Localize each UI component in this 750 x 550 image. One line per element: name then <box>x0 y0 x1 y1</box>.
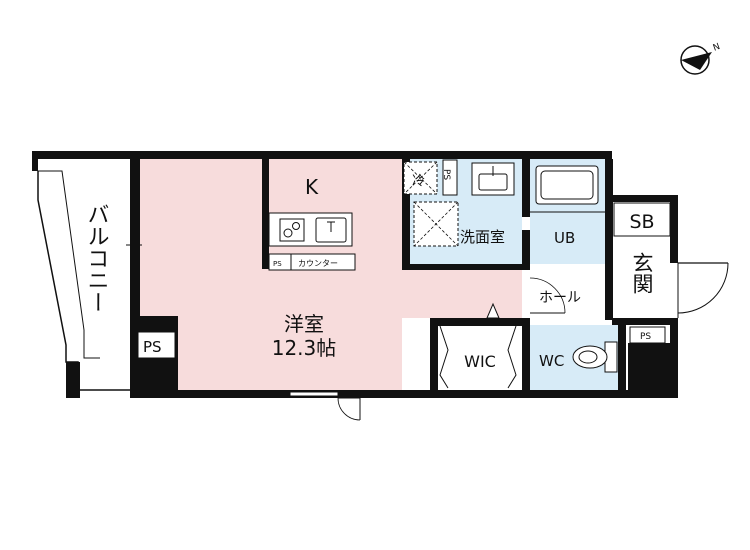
ps-label-shaft: PS <box>441 169 451 180</box>
ps-shaft-top <box>442 159 458 196</box>
ps-label-balcony: PS <box>143 338 162 356</box>
wic-label: WIC <box>464 352 496 371</box>
north-arrow-icon <box>680 45 712 75</box>
balcony-label: バルコニー <box>84 203 109 313</box>
entrance-door <box>677 262 729 318</box>
balcony-rail <box>38 170 100 359</box>
bottom-door <box>289 391 361 421</box>
western-room-floor-east <box>402 268 522 318</box>
unit-bath-label: UB <box>554 229 575 247</box>
kitchen-label: K <box>305 175 319 199</box>
wic-doors <box>439 302 517 389</box>
ps-box-toilet <box>629 326 666 344</box>
entrance-label: 玄関 <box>630 252 654 294</box>
sink-icon <box>315 217 347 243</box>
toilet-icon <box>572 341 618 373</box>
balcony-floor <box>40 158 132 390</box>
stove-icon <box>279 218 305 242</box>
balcony-wall-end <box>66 362 80 398</box>
bathtub-icon <box>535 165 599 205</box>
shoe-box <box>613 202 671 237</box>
washroom-label: 洗面室 <box>460 228 505 246</box>
hall-door <box>529 277 566 314</box>
ps-box-balcony <box>137 331 176 359</box>
fridge-label: 冷 <box>412 174 425 189</box>
western-room-name: 洋室 <box>284 312 324 336</box>
ps-label-toilet: PS <box>640 332 651 342</box>
shoe-box-label: SB <box>629 211 654 233</box>
toilet-label: WC <box>539 352 564 370</box>
ps-label-kitchen: PS <box>273 260 282 268</box>
north-label: N <box>712 42 722 54</box>
western-room-size: 12.3帖 <box>272 336 337 360</box>
hall-label: ホール <box>539 290 581 306</box>
counter-label: カウンター <box>298 259 338 268</box>
wash-basin-icon <box>471 162 515 196</box>
